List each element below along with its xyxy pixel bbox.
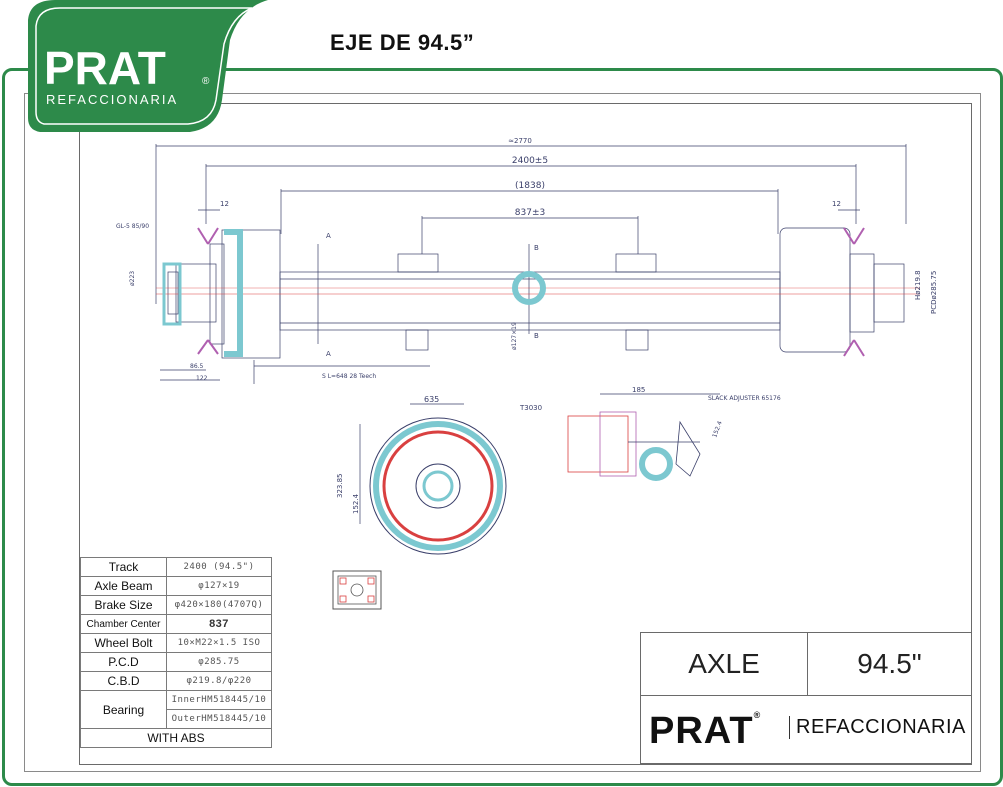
page-title: EJE DE 94.5”	[330, 30, 475, 55]
title-block-logo: PRAT® REFACCIONARIA	[641, 696, 971, 763]
dim-pcd: PCDø285.75	[930, 271, 938, 314]
dim-overall: ≈2770	[508, 137, 532, 145]
bearing-label: Bearing	[80, 690, 167, 729]
spec-row-cbd: C.B.D φ219.8/φ220	[80, 671, 272, 691]
drawing-frame	[24, 93, 981, 772]
spec-row-bearing-inner: Bearing InnerHM518445/10	[80, 690, 272, 729]
title-block-top: AXLE 94.5"	[641, 633, 971, 696]
dim-32385: 323.85	[336, 474, 344, 499]
badge-brand: PRAT	[44, 42, 166, 94]
dim-152: 152.4	[711, 420, 724, 439]
brand-text: PRAT	[649, 710, 754, 752]
dim-track: 2400±5	[512, 156, 548, 166]
spec-row-brake-size: Brake Size φ420×180(4707Q)	[80, 595, 272, 615]
bearing-inner: InnerHM518445/10	[166, 690, 272, 710]
section-b-top: B	[534, 244, 539, 252]
title-block: AXLE 94.5" PRAT® REFACCIONARIA	[640, 632, 972, 764]
label-t3030: T3030	[519, 404, 542, 412]
badge-tagline: REFACCIONARIA	[46, 92, 178, 107]
title-block-axle: AXLE	[641, 633, 808, 695]
brand-registered: ®	[753, 710, 762, 720]
section-a-top: A	[326, 232, 331, 240]
dim-chamber: 837±3	[515, 208, 545, 218]
section-b-bottom: B	[534, 332, 539, 340]
detail-thumbnail	[332, 570, 382, 610]
dim-635: 635	[424, 395, 439, 404]
dim-185: 185	[632, 386, 645, 394]
dim-122: 122	[196, 375, 208, 382]
badge-registered: ®	[202, 76, 210, 87]
dim-left-12: 12	[220, 200, 229, 208]
spec-header	[80, 539, 272, 558]
dim-86-5: 86.5	[190, 363, 204, 370]
title-block-tagline: REFACCIONARIA	[789, 716, 966, 739]
label-slack-adjuster: SLACK ADJUSTER 65176	[708, 395, 781, 402]
title-block-brand: PRAT®	[649, 710, 761, 753]
dim-1524: 152.4	[352, 493, 360, 514]
spec-row-chamber-center: Chamber Center 837	[80, 614, 272, 634]
dim-223: ø223	[129, 271, 136, 286]
label-gl: GL-5 85/90	[116, 223, 149, 230]
dim-127: ø127×19	[511, 322, 518, 350]
outer-border	[2, 68, 1003, 786]
spec-row-wheel-bolt: Wheel Bolt 10×M22×1.5 ISO	[80, 633, 272, 653]
section-a-bottom: A	[326, 350, 331, 358]
dim-h2198: Hø219.8	[914, 270, 922, 300]
dim-beam: (1838)	[515, 181, 545, 191]
spec-row-abs: WITH ABS	[80, 728, 272, 748]
title-block-size: 94.5"	[857, 648, 922, 679]
axle-drawing: ≈2770 2400±5 (1838) 837±3 12 12 GL-5 85/…	[116, 137, 938, 555]
spec-table: Track 2400 (94.5") Axle Beam φ127×19 Bra…	[80, 539, 272, 748]
dim-right-12: 12	[832, 200, 841, 208]
bearing-outer: OuterHM518445/10	[166, 709, 272, 729]
brand-badge: PRAT ® REFACCIONARIA	[28, 0, 268, 132]
dim-spline: S L=648 28 Teech	[322, 373, 376, 380]
abs-note: WITH ABS	[80, 728, 272, 748]
spec-row-track: Track 2400 (94.5")	[80, 557, 272, 577]
spec-row-axle-beam: Axle Beam φ127×19	[80, 576, 272, 596]
drawing-inner-frame	[79, 103, 972, 765]
spec-row-pcd: P.C.D φ285.75	[80, 652, 272, 672]
